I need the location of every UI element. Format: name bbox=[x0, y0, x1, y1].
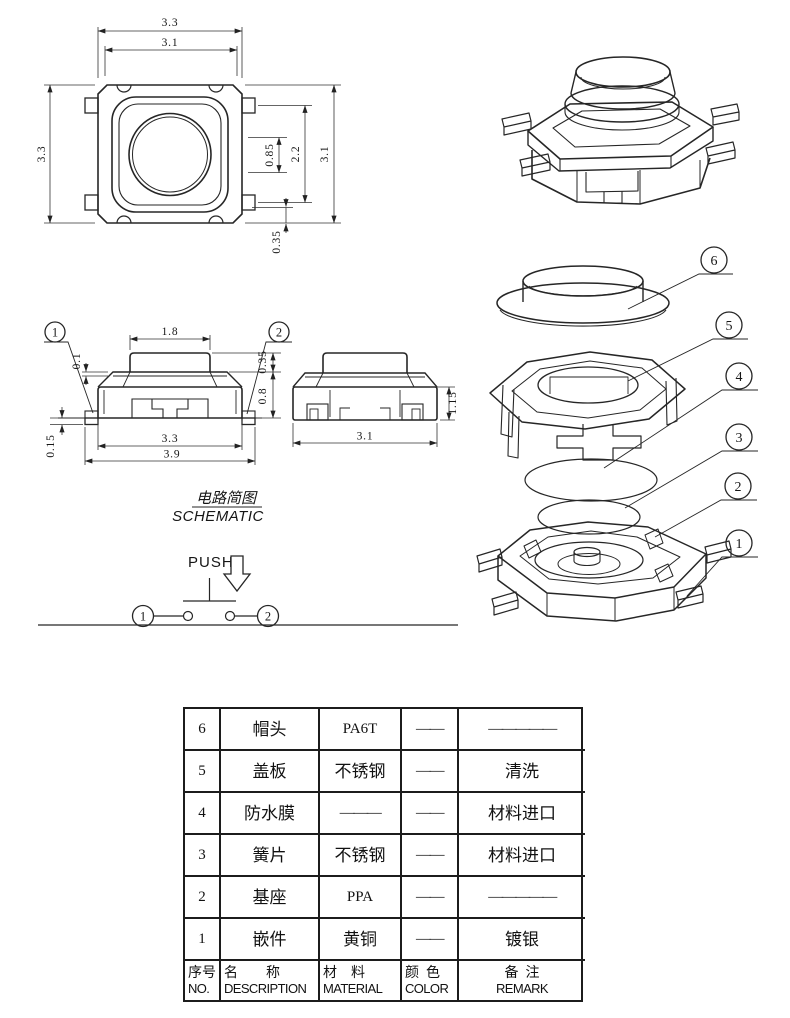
header-remark: 备 注 REMARK bbox=[459, 961, 585, 1000]
row-color: —— bbox=[402, 793, 459, 835]
header-no: 序号 NO. bbox=[185, 961, 221, 1000]
header-description-cn: 名 称 bbox=[224, 965, 280, 981]
row-no: 1 bbox=[185, 919, 221, 961]
row-remark: 材料进口 bbox=[459, 793, 585, 835]
row-material: PA6T bbox=[320, 709, 402, 751]
header-description-en: DESCRIPTION bbox=[224, 981, 307, 997]
row-desc: 帽头 bbox=[221, 709, 320, 751]
row-color: —— bbox=[402, 919, 459, 961]
exploded-callout-4-label: 4 bbox=[736, 370, 743, 385]
dim-plate-step: 0.1 bbox=[71, 353, 83, 370]
row-material: ——— bbox=[320, 793, 402, 835]
row-desc: 嵌件 bbox=[221, 919, 320, 961]
dim-side-height: 1.15 bbox=[447, 391, 459, 414]
assembled-3d-view bbox=[501, 56, 740, 205]
exploded-callout-5-label: 5 bbox=[726, 319, 733, 334]
dim-cap-height: 0.35 bbox=[257, 350, 269, 373]
row-remark: ————— bbox=[459, 877, 585, 919]
dim-top-right-height: 3.1 bbox=[319, 146, 331, 163]
exploded-callout-1-label: 1 bbox=[736, 537, 743, 552]
exploded-callout-3-label: 3 bbox=[736, 431, 743, 446]
schematic-title-en: SCHEMATIC bbox=[172, 508, 264, 525]
header-color: 颜 色 COLOR bbox=[402, 961, 459, 1000]
exploded-callout-6-label: 6 bbox=[711, 254, 718, 269]
dim-top-slot-width: 0.85 bbox=[264, 143, 276, 166]
row-desc: 盖板 bbox=[221, 751, 320, 793]
schematic-title-cn: 电路简图 bbox=[196, 490, 258, 507]
side-view-dimensions bbox=[292, 386, 455, 447]
top-view-dimensions bbox=[44, 27, 341, 233]
row-material: PPA bbox=[320, 877, 402, 919]
header-material: 材 料 MATERIAL bbox=[320, 961, 402, 1000]
dim-top-lead-offset: 0.35 bbox=[271, 230, 283, 253]
row-color: —— bbox=[402, 877, 459, 919]
row-material: 不锈钢 bbox=[320, 751, 402, 793]
exploded-callout-6 bbox=[627, 246, 733, 310]
top-view-drawing bbox=[84, 84, 256, 224]
row-no: 4 bbox=[185, 793, 221, 835]
dim-top-cover-width: 3.1 bbox=[162, 37, 179, 49]
header-color-cn: 颜 色 bbox=[405, 965, 440, 981]
exploded-callout-2 bbox=[654, 472, 757, 538]
row-remark: 镀银 bbox=[459, 919, 585, 961]
front-view-drawing bbox=[58, 352, 262, 426]
exploded-callout-4 bbox=[603, 362, 758, 469]
exploded-callout-1 bbox=[686, 529, 758, 597]
dim-top-lead-span: 2.2 bbox=[290, 146, 302, 163]
exploded-callout-2-label: 2 bbox=[735, 480, 742, 495]
parts-table: 6 帽头 PA6T —— ————— 5 盖板 不锈钢 —— 清洗 4 防水膜 … bbox=[183, 707, 585, 1002]
dim-top-outer-height: 3.3 bbox=[36, 146, 48, 163]
dim-top-outer-width: 3.3 bbox=[162, 17, 179, 29]
dim-body-height: 0.8 bbox=[257, 388, 269, 405]
row-material: 不锈钢 bbox=[320, 835, 402, 877]
row-color: —— bbox=[402, 709, 459, 751]
schematic-terminal-1: 1 bbox=[140, 610, 146, 624]
header-description: 名 称 DESCRIPTION bbox=[221, 961, 320, 1000]
dim-cap-width: 1.8 bbox=[162, 326, 179, 338]
front-callout-1-label: 1 bbox=[52, 326, 58, 340]
row-no: 5 bbox=[185, 751, 221, 793]
dim-side-body-width: 3.1 bbox=[357, 431, 374, 443]
header-material-cn: 材 料 bbox=[323, 965, 365, 981]
header-remark-cn: 备 注 bbox=[504, 965, 540, 981]
header-material-en: MATERIAL bbox=[323, 981, 383, 997]
row-color: —— bbox=[402, 751, 459, 793]
exploded-callout-5 bbox=[627, 311, 748, 382]
row-desc: 防水膜 bbox=[221, 793, 320, 835]
header-no-cn: 序号 bbox=[188, 965, 216, 981]
push-label: PUSH bbox=[188, 554, 234, 571]
row-remark: 清洗 bbox=[459, 751, 585, 793]
push-arrow-icon bbox=[222, 555, 252, 593]
header-no-en: NO. bbox=[188, 981, 210, 997]
row-desc: 簧片 bbox=[221, 835, 320, 877]
row-remark: ————— bbox=[459, 709, 585, 751]
dim-lead-thickness: 0.15 bbox=[45, 434, 57, 457]
exploded-view-drawing bbox=[476, 265, 732, 622]
header-color-en: COLOR bbox=[405, 981, 449, 997]
front-callout-2-label: 2 bbox=[276, 326, 282, 340]
front-callout-1 bbox=[44, 321, 94, 414]
row-remark: 材料进口 bbox=[459, 835, 585, 877]
dim-overall-width: 3.9 bbox=[164, 449, 181, 461]
row-color: —— bbox=[402, 835, 459, 877]
row-no: 2 bbox=[185, 877, 221, 919]
row-no: 3 bbox=[185, 835, 221, 877]
header-remark-en: REMARK bbox=[495, 981, 549, 997]
schematic-circuit bbox=[38, 578, 458, 628]
dim-body-width: 3.3 bbox=[162, 433, 179, 445]
front-view-dimensions bbox=[50, 335, 281, 465]
schematic-terminal-2: 2 bbox=[265, 610, 271, 624]
front-callout-2 bbox=[246, 321, 292, 415]
exploded-callout-3 bbox=[624, 423, 758, 509]
row-desc: 基座 bbox=[221, 877, 320, 919]
row-material: 黄铜 bbox=[320, 919, 402, 961]
row-no: 6 bbox=[185, 709, 221, 751]
side-view-drawing bbox=[292, 352, 438, 421]
